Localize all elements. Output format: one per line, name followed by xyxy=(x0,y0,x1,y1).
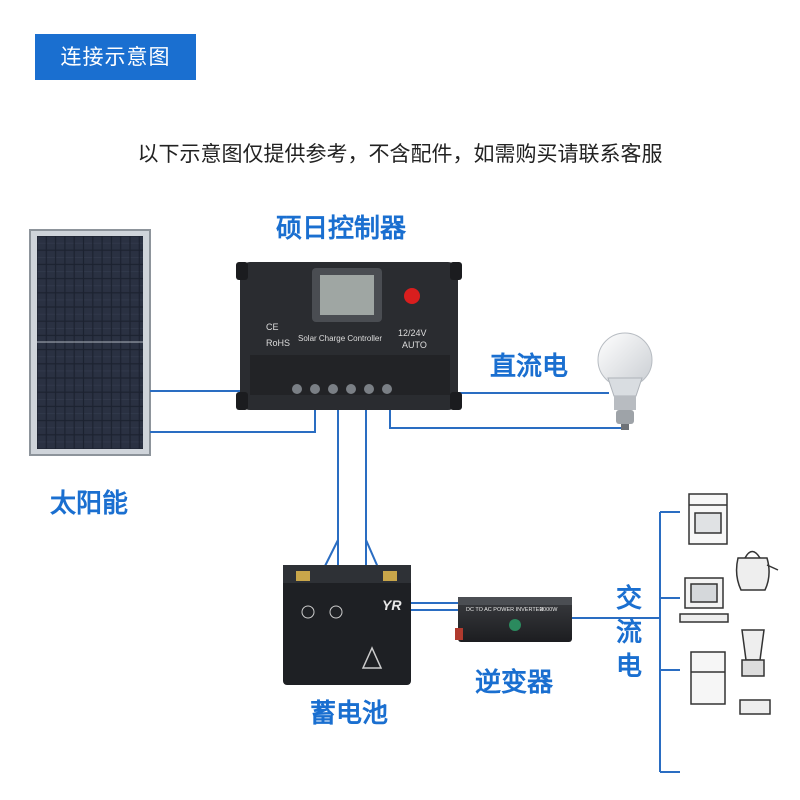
inverter-icon: DC TO AC POWER INVERTER 3000W xyxy=(455,597,572,642)
inverter-panel-text: DC TO AC POWER INVERTER xyxy=(466,607,543,613)
battery-brand: YR xyxy=(382,597,402,613)
solar-panel-label: 太阳能 xyxy=(50,489,129,519)
page-subtitle: 以下示意图仅提供参考，不含配件，如需购买请联系客服 xyxy=(137,142,663,166)
controller-mode: AUTO xyxy=(402,340,427,350)
page-title-badge: 连接示意图 xyxy=(35,34,196,80)
blender-icon xyxy=(741,629,765,677)
controller-label: 硕日控制器 xyxy=(276,214,407,244)
controller-icon: CE RoHS Solar Charge Controller 12/24V A… xyxy=(236,262,462,410)
dc-output-label: 直流电 xyxy=(490,352,569,382)
inverter-rating: 3000W xyxy=(540,607,558,613)
battery-label: 蓄电池 xyxy=(310,699,389,729)
controller-panel-text: Solar Charge Controller xyxy=(298,334,382,343)
inverter-label: 逆变器 xyxy=(475,668,554,698)
battery-icon: YR xyxy=(283,565,411,685)
appliances xyxy=(679,493,779,715)
ac-output-char-1: 交 xyxy=(615,584,642,614)
washer-icon xyxy=(739,699,771,715)
solar-panel-icon xyxy=(29,229,151,456)
ac-output-char-2: 流 xyxy=(615,618,642,648)
controller-voltage: 12/24V xyxy=(398,328,427,338)
light-bulb-icon xyxy=(597,332,653,430)
ce-mark: CE xyxy=(266,322,279,332)
ac-output-label: 交 流 电 xyxy=(614,582,644,684)
kettle-icon xyxy=(735,550,779,591)
computer-icon xyxy=(679,577,729,623)
wiring xyxy=(150,390,680,773)
ac-output-char-3: 电 xyxy=(615,652,642,682)
stove-icon xyxy=(688,493,728,545)
rohs-mark: RoHS xyxy=(266,338,290,348)
refrigerator-icon xyxy=(690,651,726,705)
